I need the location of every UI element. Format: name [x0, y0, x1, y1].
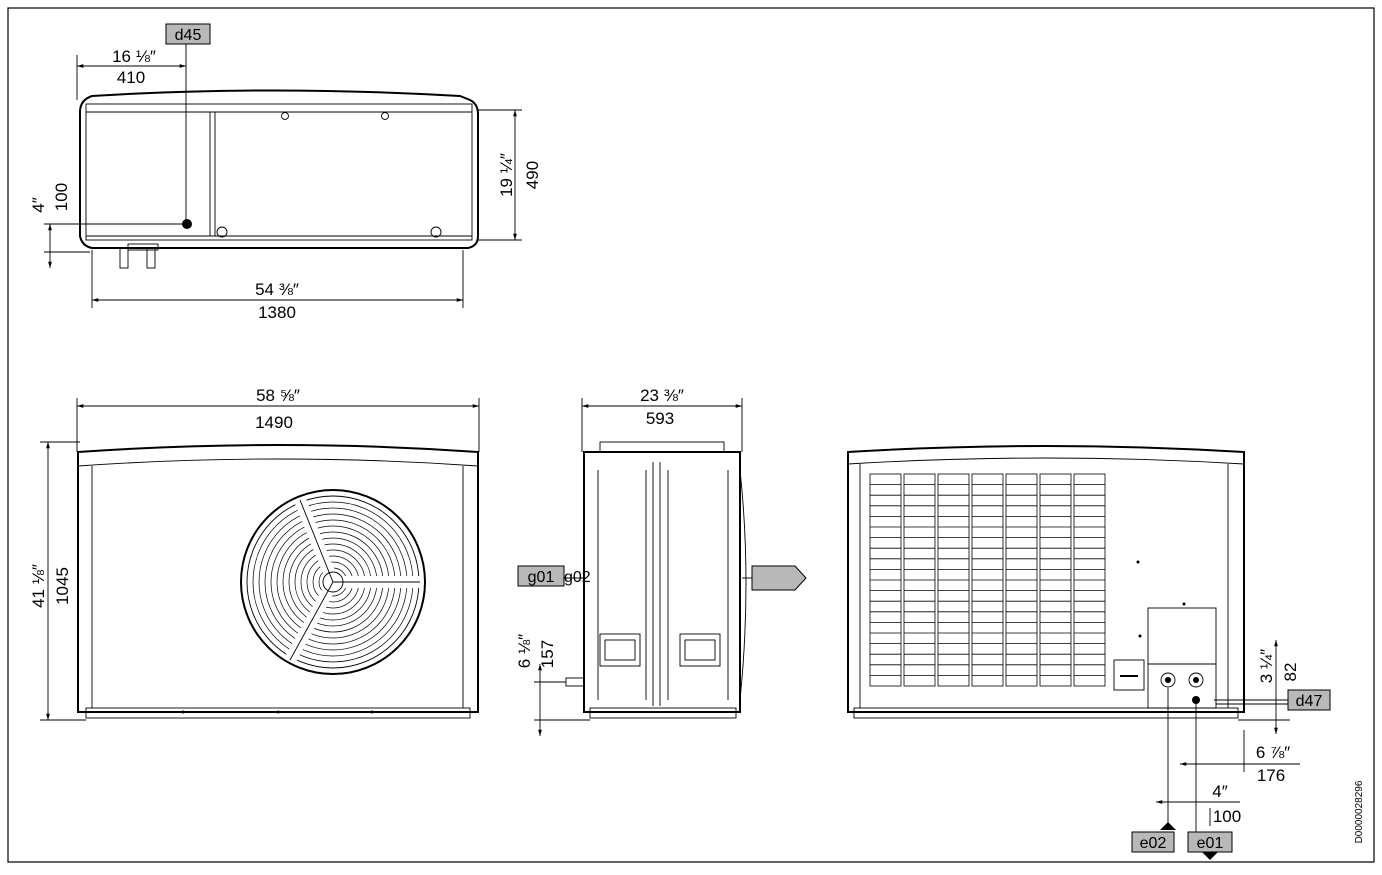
side-depth-in: 23 ⅜″: [640, 386, 684, 405]
top-width-mm: 1380: [258, 303, 296, 322]
drawing-id: D0000028296: [1354, 780, 1365, 843]
top-offset-mm: 410: [117, 68, 145, 87]
airflow-arrow-icon: [751, 565, 807, 591]
rear-off-in: 6 ⅞″: [1256, 743, 1290, 762]
front-height-in: 41 ⅛″: [29, 564, 48, 608]
side-view: [565, 441, 807, 719]
rear-spacing-in: 4″: [1212, 782, 1227, 801]
tag-g02-label: g02: [564, 569, 591, 586]
rear-grille: [869, 473, 1106, 687]
top-height-mm: 100: [52, 183, 71, 211]
top-depth-in: 19 ¼″: [497, 153, 516, 197]
rear-h-mm: 82: [1281, 663, 1300, 682]
tag-g01-label: g01: [528, 569, 555, 586]
side-conn-in: 6 ⅛″: [515, 634, 534, 668]
rear-view: [847, 445, 1245, 719]
top-view: [79, 89, 479, 269]
side-conn-mm: 157: [538, 640, 557, 668]
tag-e01-label: e01: [1197, 835, 1224, 852]
tag-g01: [517, 565, 565, 587]
front-height-mm: 1045: [53, 567, 72, 605]
rear-h-in: 3 ¼″: [1257, 649, 1276, 683]
side-depth-mm: 593: [646, 409, 674, 428]
tag-d45: [165, 23, 211, 45]
e01-flow-out-icon: [1202, 852, 1218, 860]
rear-spacing-mm: 100: [1213, 807, 1241, 826]
top-depth-mm: 490: [523, 161, 542, 189]
top-width-in: 54 ⅜″: [255, 280, 299, 299]
tag-e02-label: e02: [1140, 835, 1167, 852]
tag-d47-label: d47: [1296, 693, 1323, 710]
top-offset-in: 16 ⅛″: [112, 47, 156, 66]
front-view: [77, 444, 479, 719]
tag-e02: [1131, 831, 1175, 853]
front-width-mm: 1490: [255, 413, 293, 432]
tag-d45-label: d45: [175, 27, 202, 44]
drawing-frame: [7, 7, 1375, 863]
front-width-in: 58 ⅝″: [256, 386, 300, 405]
rear-off-mm: 176: [1257, 766, 1285, 785]
top-height-in: 4″: [29, 197, 48, 212]
e02-flow-in-icon: [1160, 822, 1176, 830]
